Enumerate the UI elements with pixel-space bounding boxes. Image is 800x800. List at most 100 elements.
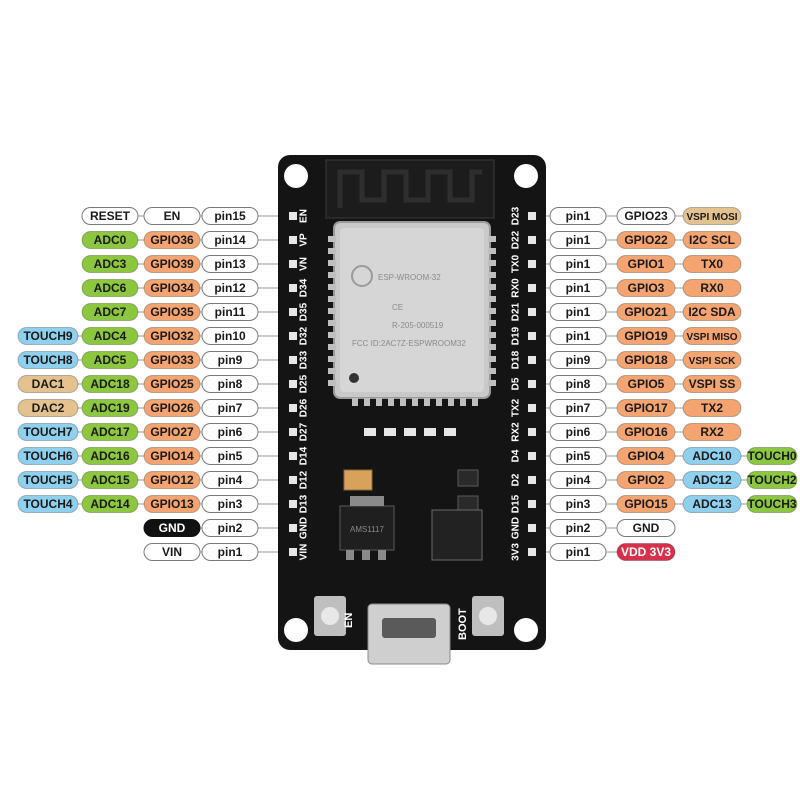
right-label-vspi-miso: VSPI MISO	[682, 327, 742, 345]
board-pin-label: VIN	[299, 544, 310, 561]
header-pin	[289, 260, 297, 268]
header-pin	[528, 236, 536, 244]
castellation-pad	[328, 248, 336, 254]
svg-text:EN: EN	[164, 209, 181, 223]
left-label-pin12: pin12	[201, 279, 259, 297]
antenna-area	[325, 159, 495, 219]
left-label-gpio39: GPIO39	[143, 255, 201, 273]
svg-text:DAC1: DAC1	[32, 377, 65, 391]
castellation-pad	[352, 398, 358, 406]
right-label-pin9: pin9	[549, 351, 607, 369]
svg-text:pin3: pin3	[218, 497, 243, 511]
castellation-pad	[328, 308, 336, 314]
board-pin-label: D34	[299, 278, 310, 297]
header-pin	[289, 308, 297, 316]
right-label-touch0: TOUCH0	[746, 447, 798, 465]
board-pin-label: D32	[299, 326, 310, 345]
right-label-pin7: pin7	[549, 399, 607, 417]
castellation-pad	[328, 356, 336, 362]
header-pin	[528, 404, 536, 412]
board-pin-label: VN	[299, 257, 310, 271]
svg-text:ADC5: ADC5	[94, 353, 127, 367]
svg-text:pin5: pin5	[218, 449, 243, 463]
header-pin	[289, 476, 297, 484]
left-label-gpio34: GPIO34	[143, 279, 201, 297]
svg-text:GPIO34: GPIO34	[150, 281, 194, 295]
pin1-dot	[349, 373, 359, 383]
smd-components	[343, 428, 479, 513]
left-label-gpio27: GPIO27	[143, 423, 201, 441]
left-label-adc5: ADC5	[81, 351, 139, 369]
castellation-pad	[488, 320, 496, 326]
left-label-pin1: pin1	[201, 543, 259, 561]
usb-uart-chip	[431, 509, 483, 561]
left-label-pin8: pin8	[201, 375, 259, 393]
left-label-pin15: pin15	[201, 207, 259, 225]
left-label-gpio13: GPIO13	[143, 495, 201, 513]
svg-text:RX0: RX0	[700, 281, 724, 295]
header-pin	[528, 548, 536, 556]
header-pins	[289, 212, 536, 556]
svg-text:ADC12: ADC12	[692, 473, 732, 487]
board-pin-label: D35	[299, 302, 310, 321]
board-pin-label: D25	[299, 374, 310, 393]
svg-text:pin14: pin14	[214, 233, 246, 247]
left-label-touch6: TOUCH6	[17, 447, 79, 465]
castellation-pad	[328, 260, 336, 266]
right-label-pin2: pin2	[549, 519, 607, 537]
right-label-vspi-sck: VSPI SCK	[682, 351, 742, 369]
svg-text:GPIO33: GPIO33	[150, 353, 194, 367]
svg-text:pin8: pin8	[218, 377, 243, 391]
svg-text:GPIO1: GPIO1	[628, 257, 665, 271]
micro-usb-port[interactable]	[367, 603, 451, 665]
svg-text:pin4: pin4	[566, 473, 591, 487]
board-pin-label: D27	[299, 422, 310, 441]
castellation-pad	[328, 320, 336, 326]
board-pin-label: D12	[299, 470, 310, 489]
castellation-pad	[388, 398, 394, 406]
left-label-dac1: DAC1	[17, 375, 79, 393]
svg-text:RESET: RESET	[90, 209, 131, 223]
svg-text:pin1: pin1	[218, 545, 243, 559]
left-label-touch8: TOUCH8	[17, 351, 79, 369]
board-pin-label: GND	[299, 517, 310, 539]
boot-button[interactable]	[472, 596, 504, 636]
right-label-pin1: pin1	[549, 231, 607, 249]
castellation-pad	[364, 398, 370, 406]
castellation-pad	[488, 344, 496, 350]
board-pin-label: D22	[511, 230, 522, 249]
svg-text:ADC18: ADC18	[90, 377, 130, 391]
ce-mark: CE	[392, 303, 403, 312]
left-label-pin9: pin9	[201, 351, 259, 369]
header-pin	[528, 428, 536, 436]
castellation-pad	[448, 398, 454, 406]
right-label-pin5: pin5	[549, 447, 607, 465]
left-label-adc4: ADC4	[81, 327, 139, 345]
left-label-adc14: ADC14	[81, 495, 139, 513]
header-pin	[289, 524, 297, 532]
board-pin-label: D5	[511, 377, 522, 390]
board-pin-label: D15	[511, 494, 522, 513]
svg-text:GPIO26: GPIO26	[150, 401, 194, 415]
board-pin-label: RX0	[511, 278, 522, 298]
svg-text:pin10: pin10	[214, 329, 246, 343]
svg-text:ADC16: ADC16	[90, 449, 130, 463]
svg-text:VDD 3V3: VDD 3V3	[621, 545, 671, 559]
header-pin	[289, 212, 297, 220]
right-label-rx2: RX2	[682, 423, 742, 441]
right-label-i2c-sda: I2C SDA	[682, 303, 742, 321]
left-label-adc17: ADC17	[81, 423, 139, 441]
board-pin-label: D33	[299, 350, 310, 369]
board-pin-label: 3V3	[511, 543, 522, 561]
right-label-touch3: TOUCH3	[746, 495, 798, 513]
header-pin	[289, 356, 297, 364]
svg-text:GPIO21: GPIO21	[624, 305, 668, 319]
svg-text:TOUCH2: TOUCH2	[747, 473, 796, 487]
en-button[interactable]	[314, 596, 346, 636]
left-label-gpio26: GPIO26	[143, 399, 201, 417]
left-label-pin4: pin4	[201, 471, 259, 489]
svg-text:pin1: pin1	[566, 281, 591, 295]
right-label-gpio17: GPIO17	[616, 399, 676, 417]
header-pin	[528, 308, 536, 316]
